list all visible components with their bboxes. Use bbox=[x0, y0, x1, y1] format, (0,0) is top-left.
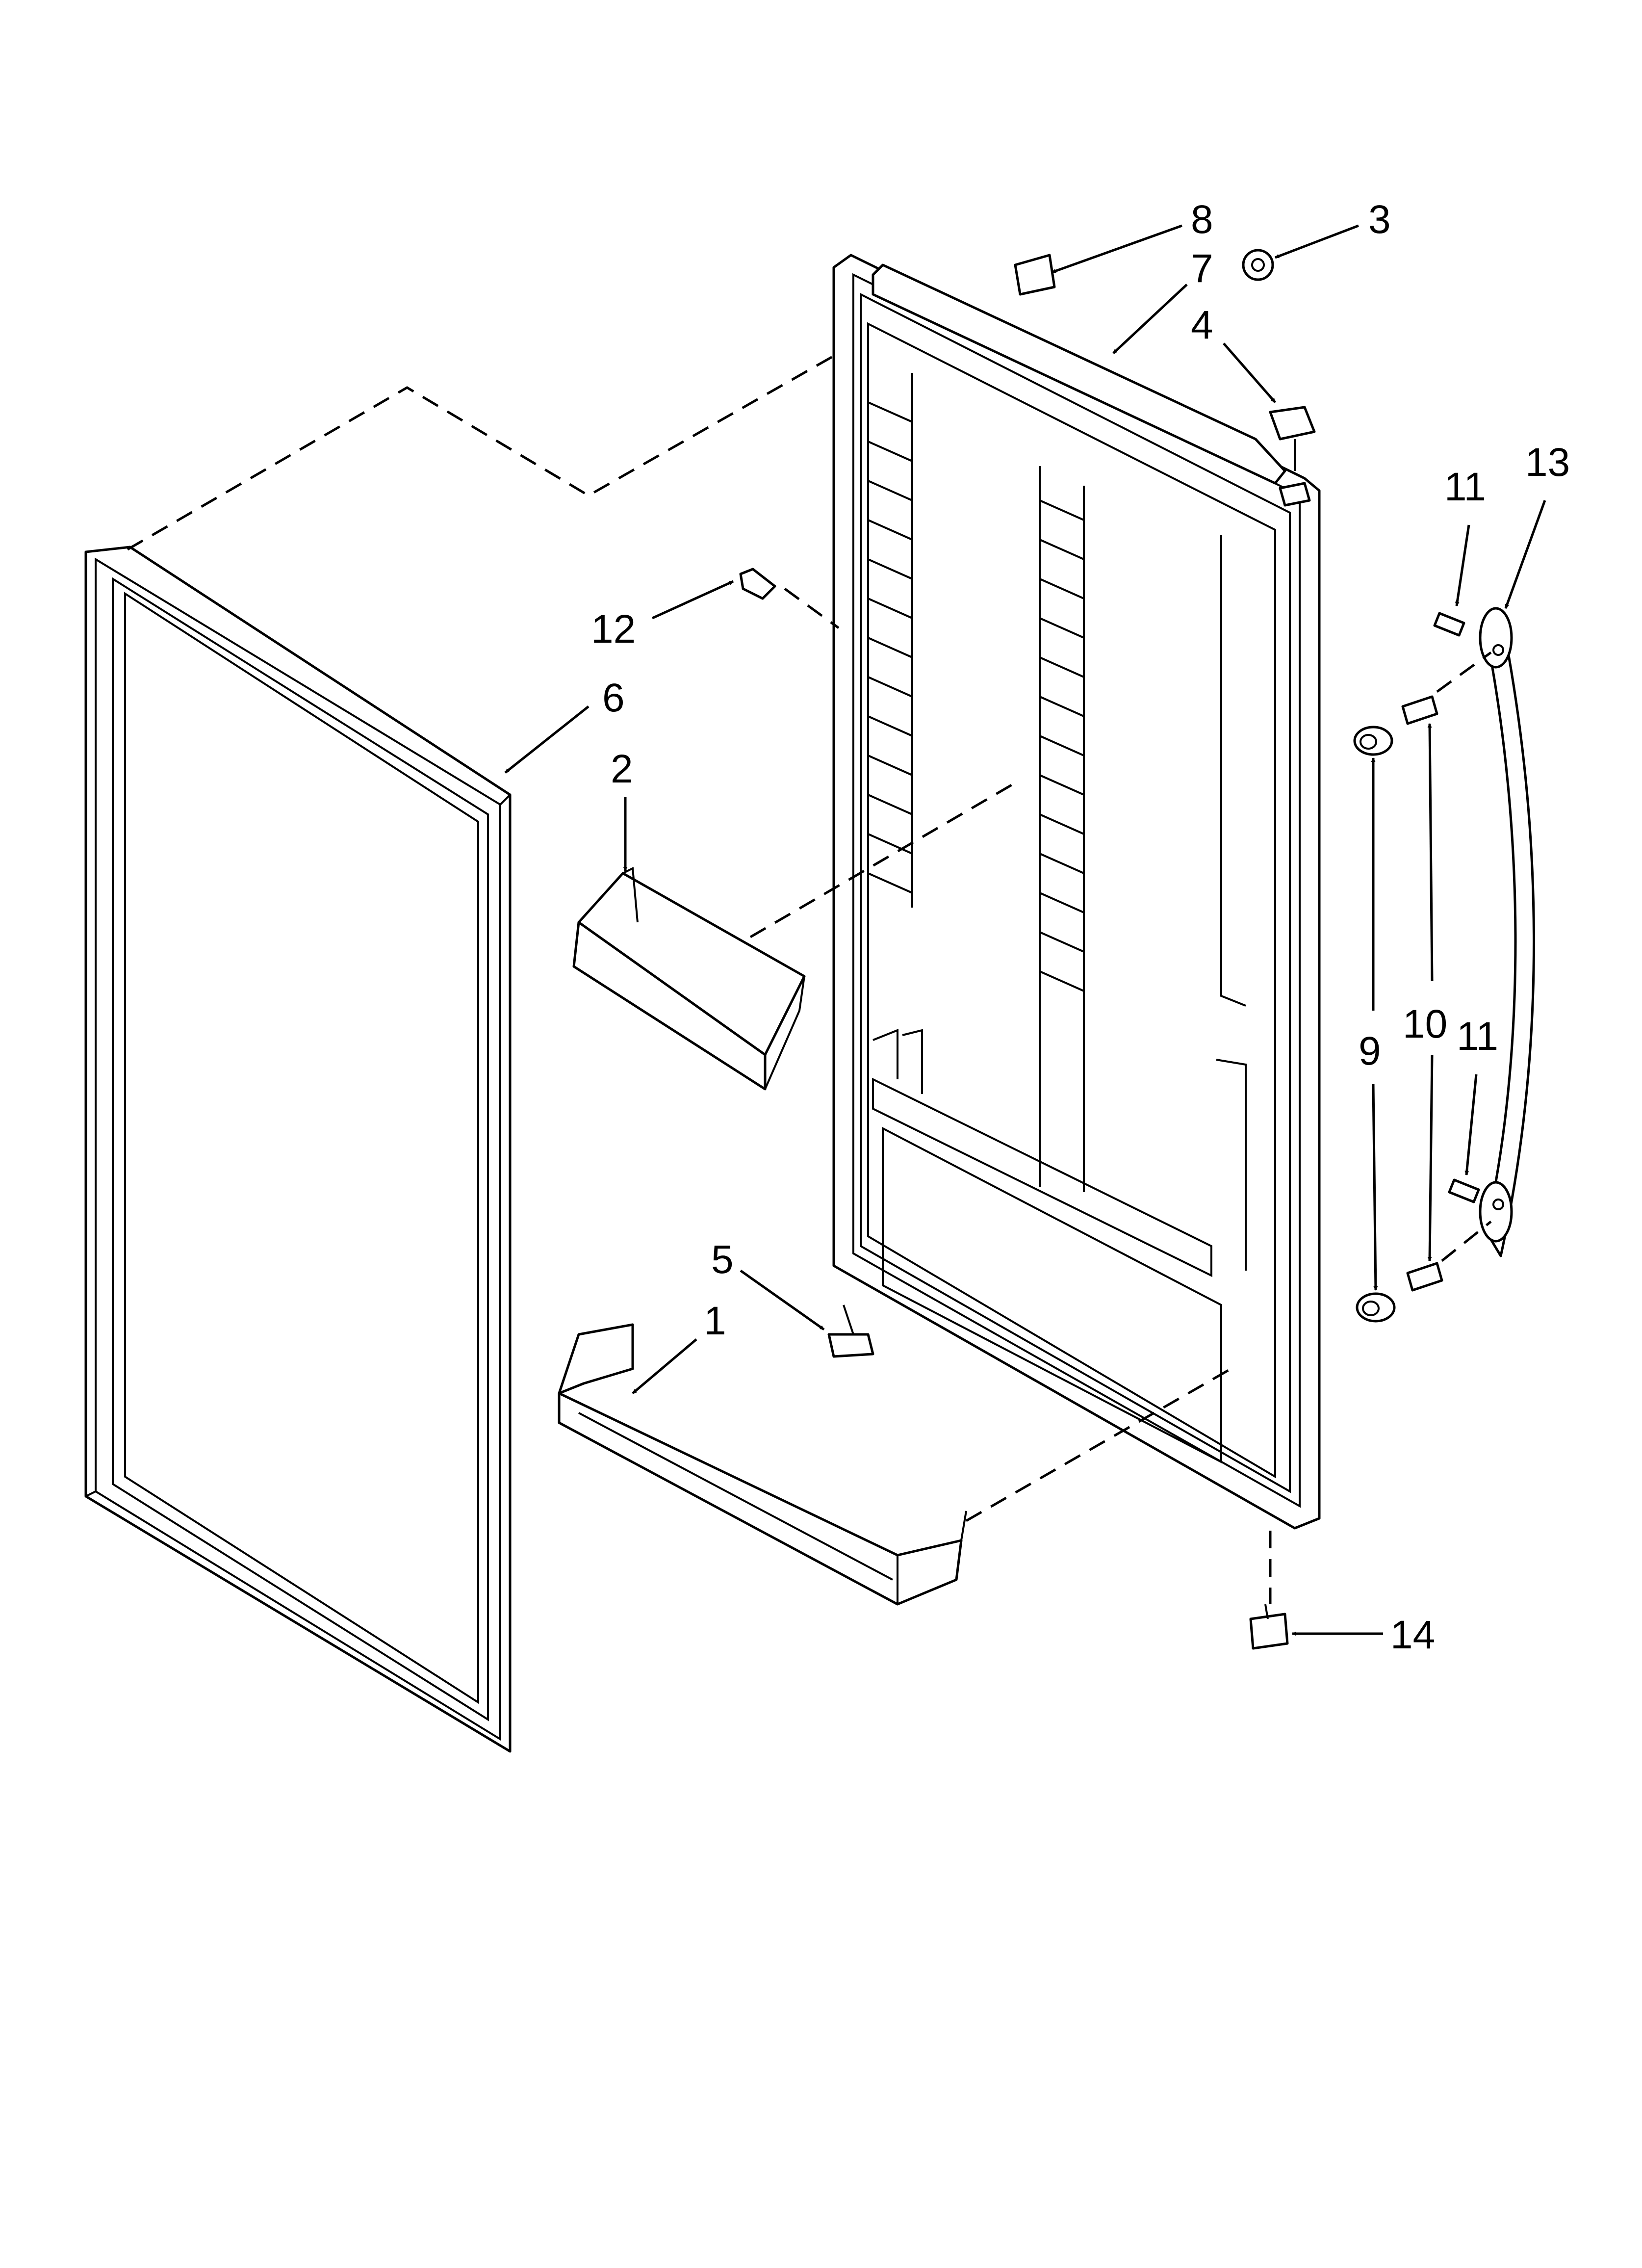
part-8-label bbox=[1014, 254, 1056, 296]
large-bin-dashed-guide bbox=[965, 1367, 1232, 1522]
leader-4 bbox=[1223, 342, 1276, 403]
leader-6 bbox=[504, 705, 590, 774]
callout-2: 2 bbox=[611, 747, 633, 791]
callout-3: 3 bbox=[1368, 197, 1391, 242]
leader-10-up bbox=[1427, 723, 1434, 982]
part-9-spacer-lower bbox=[1356, 1292, 1396, 1323]
callout-14: 14 bbox=[1390, 1613, 1435, 1657]
leader-11-upper bbox=[1455, 524, 1470, 606]
part-10-screw-upper bbox=[1401, 695, 1438, 725]
callout-13: 13 bbox=[1525, 440, 1570, 485]
leader-5 bbox=[740, 1269, 825, 1331]
clip-dashed-guide bbox=[784, 587, 840, 629]
callout-6: 6 bbox=[602, 676, 625, 720]
part-11-screw-upper bbox=[1433, 612, 1465, 637]
callout-7: 7 bbox=[1191, 246, 1213, 291]
part-13-handle bbox=[1479, 607, 1535, 1257]
callout-11-upper: 11 bbox=[1444, 465, 1486, 509]
door-bin-large-part bbox=[558, 1323, 967, 1606]
leader-10-down bbox=[1427, 1054, 1434, 1261]
leader-11-lower bbox=[1464, 1074, 1478, 1175]
part-3-cap bbox=[1242, 249, 1274, 281]
part-9-spacer-upper bbox=[1353, 726, 1393, 756]
callout-11-lower: 11 bbox=[1457, 1014, 1498, 1059]
leader-8 bbox=[1052, 224, 1182, 274]
door-shelf-ribs-left bbox=[868, 373, 913, 908]
callout-9: 9 bbox=[1359, 1029, 1381, 1073]
part-10-screw-lower bbox=[1406, 1262, 1443, 1292]
door-bin-small-part bbox=[572, 866, 806, 1091]
leader-12 bbox=[651, 580, 734, 620]
leader-13 bbox=[1504, 500, 1546, 609]
bin-dashed-guide bbox=[749, 779, 1021, 938]
callout-5: 5 bbox=[711, 1237, 734, 1282]
part-4-hinge bbox=[1269, 406, 1316, 507]
handle-lower-dashed-guide bbox=[1441, 1221, 1492, 1262]
callout-10: 10 bbox=[1403, 1002, 1447, 1046]
part-11-screw-lower bbox=[1448, 1178, 1480, 1203]
handle-upper-dashed-guide bbox=[1436, 651, 1492, 693]
door-gasket-part bbox=[84, 546, 512, 1753]
part-14-bottom-hinge bbox=[1249, 1604, 1289, 1650]
callout-12: 12 bbox=[591, 607, 636, 652]
callout-4: 4 bbox=[1191, 303, 1213, 347]
callout-8: 8 bbox=[1191, 197, 1213, 242]
part-12-clip bbox=[739, 568, 776, 600]
callout-1: 1 bbox=[704, 1299, 726, 1343]
gasket-dashed-guide bbox=[127, 332, 874, 551]
leader-7 bbox=[1112, 284, 1188, 354]
part-5-bumper bbox=[827, 1304, 874, 1358]
leader-3 bbox=[1275, 224, 1359, 259]
leader-1 bbox=[632, 1338, 697, 1394]
door-liner-part bbox=[832, 254, 1321, 1530]
door-shelf-ribs-center bbox=[1039, 466, 1085, 1192]
leader-9-down bbox=[1372, 1084, 1378, 1291]
